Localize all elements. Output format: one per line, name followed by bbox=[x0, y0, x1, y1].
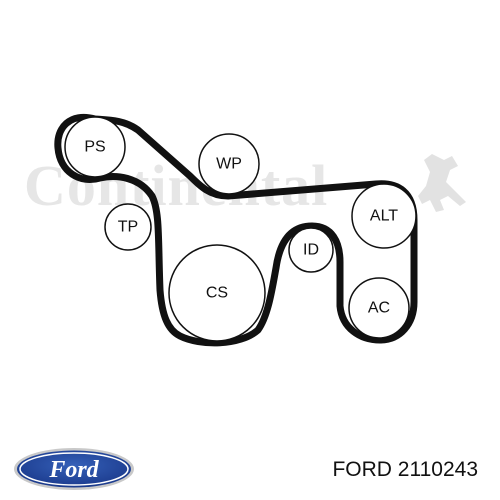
pulley-alt: ALT bbox=[351, 183, 417, 249]
pulley-label-cs: CS bbox=[206, 285, 228, 302]
pulley-wp: WP bbox=[198, 133, 260, 195]
ford-oval-logo-icon: Ford bbox=[14, 448, 134, 490]
pulley-cs: CS bbox=[168, 244, 266, 342]
pulley-label-ps: PS bbox=[84, 139, 105, 156]
pulley-label-tp: TP bbox=[118, 219, 138, 236]
pulley-ac: AC bbox=[348, 277, 410, 339]
part-number-caption: FORD 2110243 bbox=[332, 458, 478, 481]
rearing-horse-icon bbox=[418, 154, 466, 212]
pulley-tp: TP bbox=[104, 203, 152, 251]
pulley-label-ac: AC bbox=[368, 300, 390, 317]
pulley-ps: PS bbox=[64, 116, 126, 178]
pulley-id: ID bbox=[288, 227, 334, 273]
pulley-label-wp: WP bbox=[216, 156, 242, 173]
ford-logo-text: Ford bbox=[48, 457, 99, 483]
pulley-label-alt: ALT bbox=[370, 208, 398, 225]
pulley-label-id: ID bbox=[303, 242, 319, 259]
